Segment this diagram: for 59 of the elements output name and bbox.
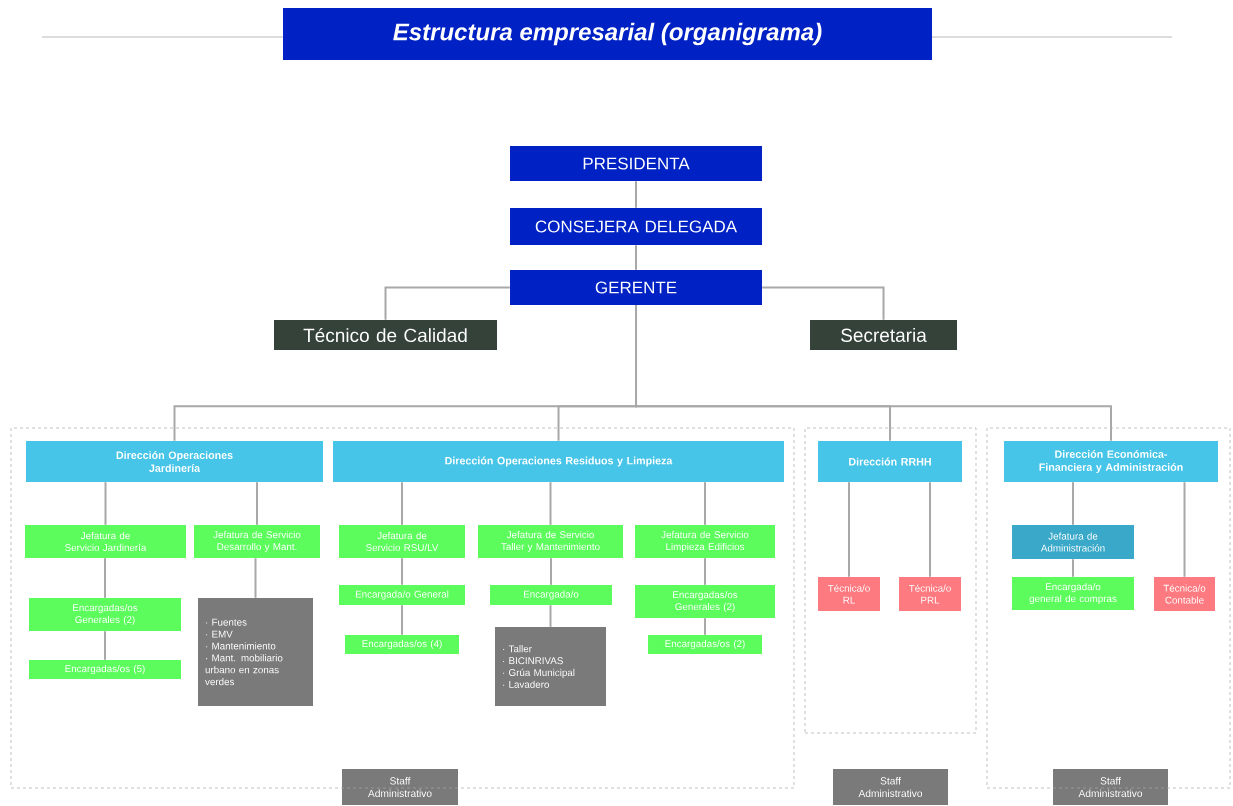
connector-line (256, 481, 258, 526)
connector-line (929, 481, 931, 578)
connector-line (704, 557, 706, 586)
connector-line (549, 604, 552, 628)
role-box: Jefatura de Servicio Jardinería (25, 525, 186, 558)
department-box: Dirección Operaciones Jardinería (26, 441, 323, 482)
role-box: Encargada/o General (339, 585, 465, 605)
role-box: Jefatura de Servicio RSU/LV (339, 525, 465, 558)
connector-line (401, 481, 403, 526)
connector-line (401, 557, 403, 586)
unit-list-box: · Taller · BICINRIVAS · Grúa Municipal · Lavadero (495, 627, 606, 706)
connector-line (401, 604, 403, 636)
role-box: Jefatura de Servicio Desarrollo y Mant. (194, 525, 320, 558)
group-frame (804, 427, 977, 734)
connector-line (384, 286, 511, 321)
role-box: PRESIDENTA (510, 146, 762, 181)
role-box: Jefatura de Administración (1012, 525, 1134, 559)
role-box: Secretaria (810, 320, 957, 350)
connector-line (635, 180, 637, 209)
staff-box: Staff Administrativo (342, 769, 458, 805)
title-banner: Estructura empresarial (organigrama) (283, 8, 932, 60)
role-box: Encargadas/os Generales (2) (29, 598, 181, 631)
role-box: Jefatura de Servicio Limpieza Edificios (635, 525, 775, 558)
role-box: GERENTE (510, 270, 762, 305)
role-box: Encargadas/os (2) (648, 635, 762, 654)
connector-line (761, 286, 885, 321)
connector-line (704, 481, 706, 526)
role-box: Encargadas/os Generales (2) (635, 585, 775, 618)
connector-line (635, 304, 1112, 442)
staff-box: Staff Administrativo (833, 769, 948, 805)
connector-line (1072, 558, 1074, 578)
connector-line (550, 557, 552, 586)
department-box: Dirección Operaciones Residuos y Limpieza (333, 441, 784, 482)
connector-line (104, 557, 106, 599)
role-box: Encargadas/os (5) (29, 660, 181, 679)
unit-list-box: · Fuentes · EMV · Mantenimiento · Mant. mobiliario urbano en zonas verdes (198, 598, 313, 706)
role-box: Técnica/o PRL (899, 577, 961, 611)
role-box: Encargada/o (490, 585, 612, 605)
staff-box: Staff Administrativo (1053, 769, 1168, 805)
role-box: Jefatura de Servicio Taller y Mantenimiento (478, 525, 623, 558)
connector-line (1072, 481, 1074, 526)
role-box: Técnica/o Contable (1154, 577, 1215, 611)
role-box: Técnica/o RL (818, 577, 880, 611)
department-box: Dirección RRHH (818, 441, 962, 482)
group-frame (986, 427, 1231, 789)
connector-line (1183, 481, 1186, 578)
department-box: Dirección Económica-Financiera y Administración (1004, 441, 1218, 482)
connector-line (549, 481, 552, 526)
connector-line (704, 617, 706, 636)
connector-line (635, 244, 637, 271)
connector-line (254, 557, 257, 599)
connector-line (104, 630, 106, 661)
group-frame (10, 427, 795, 789)
connector-line (848, 481, 850, 578)
role-box: Encargadas/os (4) (345, 635, 459, 654)
role-box: Encargada/o general de compras (1012, 577, 1134, 610)
connector-line (104, 481, 107, 526)
role-box: Técnico de Calidad (274, 320, 497, 350)
role-box: CONSEJERA DELEGADA (510, 208, 762, 245)
